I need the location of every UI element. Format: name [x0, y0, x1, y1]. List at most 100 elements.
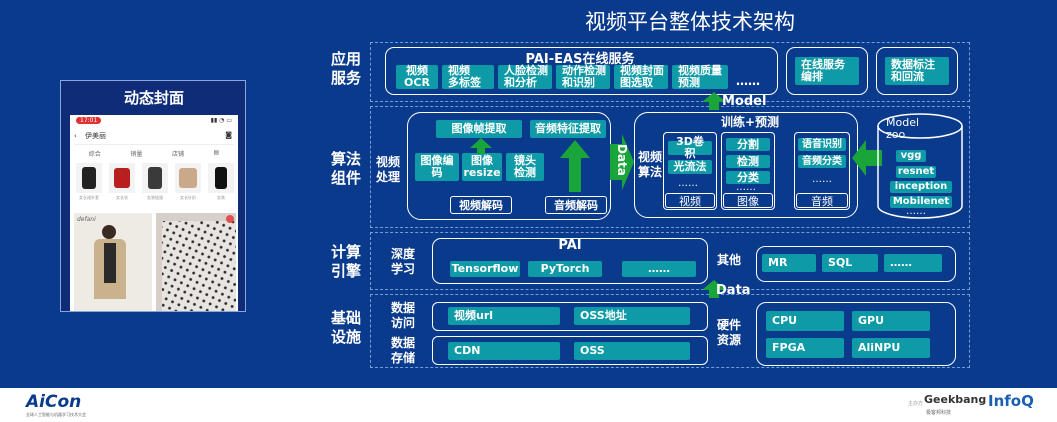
service-quality-prediction[interactable]: 视频质量 预测 [672, 65, 728, 89]
dynamic-cover-panel: 动态封面 17:01 ▮▮ ◔ ▭ ‹ 伊美丽 ◙ 综合 销量 店铺 ▤ [60, 80, 246, 312]
model-resnet[interactable]: resnet [896, 166, 936, 178]
video-decode[interactable]: 视频解码 [450, 196, 512, 214]
audio-decode[interactable]: 音频解码 [545, 196, 607, 214]
product-thumb[interactable]: 女长衣 [107, 163, 137, 207]
detection[interactable]: 检测 [726, 155, 770, 168]
hardware-fpga[interactable]: FPGA [766, 338, 844, 358]
service-more: …… [736, 74, 760, 88]
oss-address[interactable]: OSS地址 [574, 307, 690, 325]
segmentation[interactable]: 分割 [726, 138, 770, 151]
image-column [721, 132, 775, 210]
framework-pytorch[interactable]: PyTorch [528, 261, 602, 277]
data-access-panel [432, 302, 708, 331]
organizer-label: 主办方 [908, 401, 924, 407]
model-zoo-title: Model zoo [886, 116, 920, 141]
service-video-ocr[interactable]: 视频 OCR [396, 65, 438, 89]
framework-tensorflow[interactable]: Tensorflow [450, 261, 520, 277]
storage-oss[interactable]: OSS [574, 342, 690, 360]
engine-sql[interactable]: SQL [822, 254, 878, 272]
dynamic-cover-title: 动态封面 [123, 89, 184, 107]
infra-row [370, 294, 970, 368]
data-annotation[interactable]: 数据标注 和回流 [885, 57, 949, 85]
data-access-label: 数据 访问 [390, 301, 415, 330]
video-caption: 视频 [665, 193, 715, 208]
phone-screen: 17:01 ▮▮ ◔ ▭ ‹ 伊美丽 ◙ 综合 销量 店铺 ▤ 女长裙外套 [70, 115, 238, 311]
up-arrow-icon [470, 138, 492, 154]
service-cover-selection[interactable]: 视频封面 图选取 [614, 65, 668, 89]
phone-search-text[interactable]: 伊美丽 [85, 132, 107, 140]
optical-flow[interactable]: 光流法 [668, 160, 712, 174]
polka-dot-pattern [162, 215, 236, 311]
phone-tab[interactable]: 综合 [88, 151, 101, 158]
engine-more[interactable]: …… [884, 254, 942, 272]
audio-feature-extraction[interactable]: 音频特征提取 [530, 120, 606, 138]
speech-recognition[interactable]: 语音识别 [798, 138, 846, 151]
video-processing-label: 视频 处理 [375, 155, 400, 184]
conv3d[interactable]: 3D卷积 [668, 136, 712, 160]
product-photo-model[interactable]: defani [74, 213, 152, 311]
train-predict-title: 训练+预测 [720, 115, 780, 129]
video-more: …… [678, 178, 698, 189]
geekbang-logo: Geekbang [924, 393, 987, 406]
hardware-alinpu[interactable]: AliNPU [852, 338, 930, 358]
product-photo-dots[interactable] [156, 213, 236, 311]
deep-learning-label: 深度 学习 [390, 247, 415, 276]
right-arrow-icon [610, 134, 634, 190]
shot-detection[interactable]: 镜头 检测 [506, 153, 544, 181]
up-arrow-icon [560, 140, 590, 192]
slide: 视频平台整体技术架构 动态封面 17:01 ▮▮ ◔ ▭ ‹ 伊美丽 ◙ 综合 … [0, 0, 1057, 388]
annotation-panel [876, 47, 958, 95]
row-label-app: 应用 服务 [330, 50, 361, 87]
frame-extraction[interactable]: 图像帧提取 [436, 120, 522, 138]
pai-eas-panel [385, 47, 778, 95]
phone-tab[interactable]: 销量 [130, 151, 143, 158]
brand-label: defani [77, 216, 96, 223]
image-resize[interactable]: 图像 resize [462, 153, 502, 181]
hardware-cpu[interactable]: CPU [766, 311, 844, 331]
service-face-detection[interactable]: 人脸检测 和分析 [498, 65, 552, 89]
battery-icon: ▮▮ ◔ ▭ [210, 117, 232, 124]
service-action-detection[interactable]: 动作检测 和识别 [556, 65, 610, 89]
framework-more[interactable]: …… [622, 261, 696, 277]
model-zoo-cylinder [877, 113, 963, 219]
product-thumb[interactable]: 女长裙外套 [74, 163, 104, 207]
orchestration-panel [786, 47, 868, 95]
service-orchestration[interactable]: 在线服务 编排 [795, 57, 859, 85]
product-thumb[interactable]: 女长针织 [173, 163, 203, 207]
algo-row [370, 106, 970, 228]
pai-panel [432, 238, 708, 284]
classification[interactable]: 分类 [726, 171, 770, 184]
filter-icon[interactable]: ▤ [213, 149, 220, 156]
video-url[interactable]: 视频url [448, 307, 560, 325]
model-inception[interactable]: inception [890, 181, 952, 193]
image-codec[interactable]: 图像编 码 [415, 153, 459, 181]
up-arrow-icon [702, 280, 726, 298]
aicon-subtitle: 全球人工智能与机器学习技术大会 [26, 412, 86, 417]
camera-icon[interactable]: ◙ [225, 131, 232, 139]
data-arrow-label: Data [615, 144, 629, 176]
product-thumb[interactable]: 女装链服 [140, 163, 170, 207]
phone-time: 17:01 [76, 117, 102, 124]
other-label: 其他 [716, 253, 741, 267]
model-vgg[interactable]: vgg [896, 150, 926, 162]
service-video-multilabel[interactable]: 视频 多标签 [442, 65, 494, 89]
up-arrow-icon [702, 92, 726, 110]
compute-row [370, 232, 970, 290]
phone-tab[interactable]: 店铺 [171, 151, 184, 158]
row-label-algo: 算法 组件 [330, 150, 361, 187]
back-icon[interactable]: ‹ [74, 132, 77, 140]
aicon-logo: AiCon [26, 392, 82, 412]
model-mobilenet[interactable]: Mobilenet [890, 196, 952, 208]
engine-mr[interactable]: MR [762, 254, 816, 272]
image-more: …… [736, 182, 756, 193]
product-thumb[interactable]: 女装 [206, 163, 236, 207]
page-title: 视频平台整体技术架构 [585, 10, 795, 34]
infoq-logo: InfoQ [988, 392, 1034, 410]
storage-cdn[interactable]: CDN [448, 342, 560, 360]
audio-classification[interactable]: 音频分类 [798, 155, 846, 168]
video-algo-label: 视频 算法 [637, 150, 662, 179]
pai-eas-title: PAI-EAS在线服务 [525, 52, 635, 67]
hardware-gpu[interactable]: GPU [852, 311, 930, 331]
other-panel [756, 246, 956, 282]
image-caption: 图像 [723, 193, 773, 208]
